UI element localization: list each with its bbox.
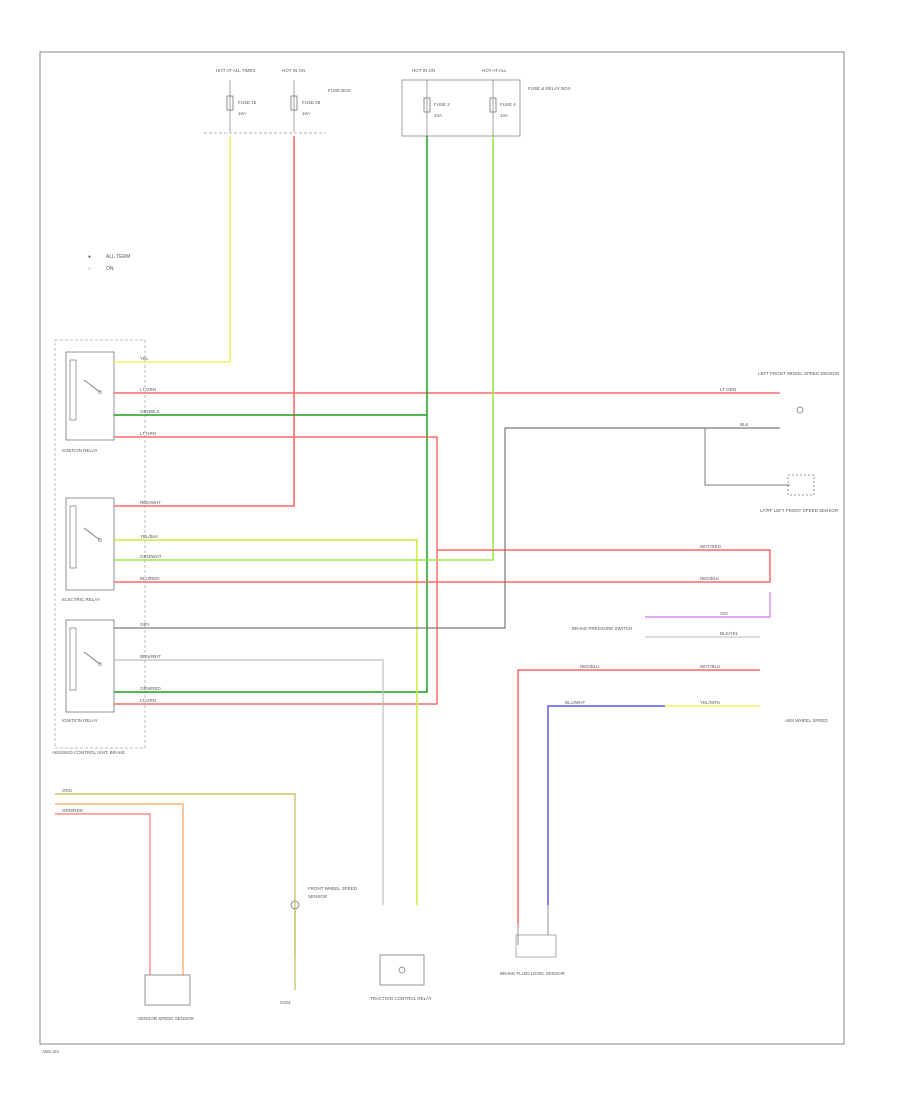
wire-violet xyxy=(645,592,771,618)
fuse1-symbol xyxy=(226,95,234,111)
ground-label: G201 xyxy=(280,1000,292,1005)
fuse3-header: HOT IN ON xyxy=(412,68,435,73)
wire-label-red-blu: RED/BLU xyxy=(580,664,600,669)
fuse4-header: HOT AT ALL xyxy=(482,68,507,73)
abs-unit-box xyxy=(54,339,146,749)
legend-symbol-1: ● xyxy=(88,254,91,260)
component-front-speed-sensor: FRONT WHEEL SPEED SENSOR G201 xyxy=(280,886,358,1005)
comp-right-brake: BRAKE PRESSURE SWITCH xyxy=(572,626,632,631)
wire-label-grn-red2: GRN/RED xyxy=(62,808,84,813)
wire-label-yel-grn: YEL/GRN xyxy=(700,700,720,705)
wire-label-ltgrn-red: LT GRN xyxy=(140,387,156,392)
fuse-block-right: HOT IN ON HOT AT ALL FUSE 2 10A FUSE 4 1… xyxy=(401,68,571,137)
fuse1-rating: 10A xyxy=(238,111,246,116)
component-sensor-bottom-1: SENSOR SPEED SENSOR xyxy=(138,974,195,1021)
wire-label-wht-red: WHT/RED xyxy=(700,544,722,549)
wire-label-ltgrn2: LT GRN xyxy=(140,431,156,436)
legend-symbol-2: ○ xyxy=(88,266,91,272)
wire-label-red-wht: RED/WHT xyxy=(140,500,161,505)
legend-text-2: ON xyxy=(106,266,114,272)
fuse2-name: FUSE 28 xyxy=(302,100,321,105)
comp-right-bottom: ABS WHEEL SPEED xyxy=(785,718,828,723)
abs-unit-label: ABS/SKID CONTROL UNIT, BRAKE xyxy=(52,750,125,755)
relay-1: IGNITION RELAY xyxy=(62,351,115,453)
wire-green-fuse3 xyxy=(114,136,428,693)
fuse2-header: HOT IN ON xyxy=(282,68,305,73)
wire-red-relay2-right xyxy=(114,549,771,583)
wire-red-fuse2 xyxy=(114,136,295,507)
relay-2: ELECTRIC RELAY xyxy=(62,497,115,602)
fuse2-symbol xyxy=(290,95,298,111)
svg-text:TRACTION CONTROL RELAY: TRACTION CONTROL RELAY xyxy=(370,996,432,1001)
legend-text-1: ALL TERM xyxy=(106,254,130,260)
legend: ● ALL TERM ○ ON xyxy=(88,254,130,272)
wire-label-red-blk: RED/BLK xyxy=(700,576,719,581)
svg-text:SENSOR SPEED SENSOR: SENSOR SPEED SENSOR xyxy=(138,1016,195,1021)
fuse3-rating: 10A xyxy=(434,113,442,118)
svg-text:FRONT WHEEL SPEED: FRONT WHEEL SPEED xyxy=(308,886,358,891)
relay-2-label: ELECTRIC RELAY xyxy=(62,597,100,602)
fuse1-name: FUSE 15 xyxy=(238,100,257,105)
wire-label-wht-blu: WHT/BLU xyxy=(700,664,720,669)
wire-label-org: ORG xyxy=(62,788,73,793)
wire-label-ylw-blk: YEL/BLK xyxy=(140,534,158,539)
svg-text:BRAKE FLUID LEVEL SENSOR: BRAKE FLUID LEVEL SENSOR xyxy=(500,971,566,976)
fuse-block-left: HOT AT ALL TIMES HOT IN ON FUSE 15 10A F… xyxy=(204,68,351,134)
wire-yellowgreen-relay2 xyxy=(114,539,418,905)
wire-red-relay1-relay3 xyxy=(114,436,438,705)
relay-3: IGNITION RELAY xyxy=(62,619,115,723)
comp-right-mid: LF/RF LEFT FRONT SPEED SENSOR xyxy=(760,508,839,513)
relay-3-label: IGNITION RELAY xyxy=(62,718,98,723)
wire-label-brn-wht: BRN/WHT xyxy=(140,654,161,659)
wire-label-ltg-red4: LT GRN xyxy=(140,698,156,703)
fuse4-symbol xyxy=(489,97,497,113)
wire-label-yel: YEL xyxy=(140,356,149,361)
fuse4-name: FUSE 4 xyxy=(500,102,516,107)
fuse4-rating: 10A xyxy=(500,113,508,118)
wire-label-grn-wht: GRN/WHT xyxy=(140,554,162,559)
wire-label-vio: VIO xyxy=(720,611,728,616)
wire-olive-bottomleft xyxy=(55,793,296,955)
relay-1-label: IGNITION RELAY xyxy=(62,448,98,453)
fuse4-box: FUSE & RELAY BOX xyxy=(528,86,571,91)
fuse3-name: FUSE 2 xyxy=(434,102,450,107)
wire-label-grn-blk: GRN/BLK xyxy=(140,409,160,414)
wire-blue-right-bottom xyxy=(547,705,665,905)
wire-orange-bottomleft xyxy=(55,803,184,975)
wire-yellow-fuse1 xyxy=(114,136,231,363)
fuse1-header: HOT AT ALL TIMES xyxy=(216,68,256,73)
wire-red-bottomleft xyxy=(55,813,151,975)
wire-label-gry: GRY xyxy=(140,622,150,627)
page-number: ABS-4/4 xyxy=(42,1049,59,1054)
wire-label-blu-wht: BLU/WHT xyxy=(565,700,586,705)
wire-red-right-bottom xyxy=(517,669,760,925)
fuse3-symbol xyxy=(423,97,431,113)
wire-label-grn-red: GRN/RED xyxy=(140,686,162,691)
component-brake-fluid-sensor: BRAKE FLUID LEVEL SENSOR xyxy=(500,905,566,976)
wire-gray-relay3 xyxy=(114,427,780,629)
wire-label-ltgrn-red-right: LT GRN xyxy=(720,387,736,392)
wire-label-blu-red: BLU/RED xyxy=(140,576,160,581)
comp-right-top: LEFT FRONT WHEEL SPEED SENSOR xyxy=(758,371,840,376)
wire-gray-branch xyxy=(704,428,790,486)
fuse2-box: FUSE BOX xyxy=(328,88,351,93)
component-traction-relay: TRACTION CONTROL RELAY xyxy=(370,954,432,1001)
sensor-connector-right xyxy=(787,474,815,496)
fuse2-rating: 10A xyxy=(302,111,310,116)
sensor-right-top xyxy=(796,406,804,414)
svg-text:SENSOR: SENSOR xyxy=(308,894,328,899)
wire-lightgreen-fuse4 xyxy=(114,136,494,561)
diagram-frame xyxy=(39,51,845,1045)
wire-gray-relay3-down xyxy=(114,659,384,905)
wire-label-blk: BLK xyxy=(740,422,749,427)
wire-label-blk-yel: BLK/YEL xyxy=(720,631,739,636)
